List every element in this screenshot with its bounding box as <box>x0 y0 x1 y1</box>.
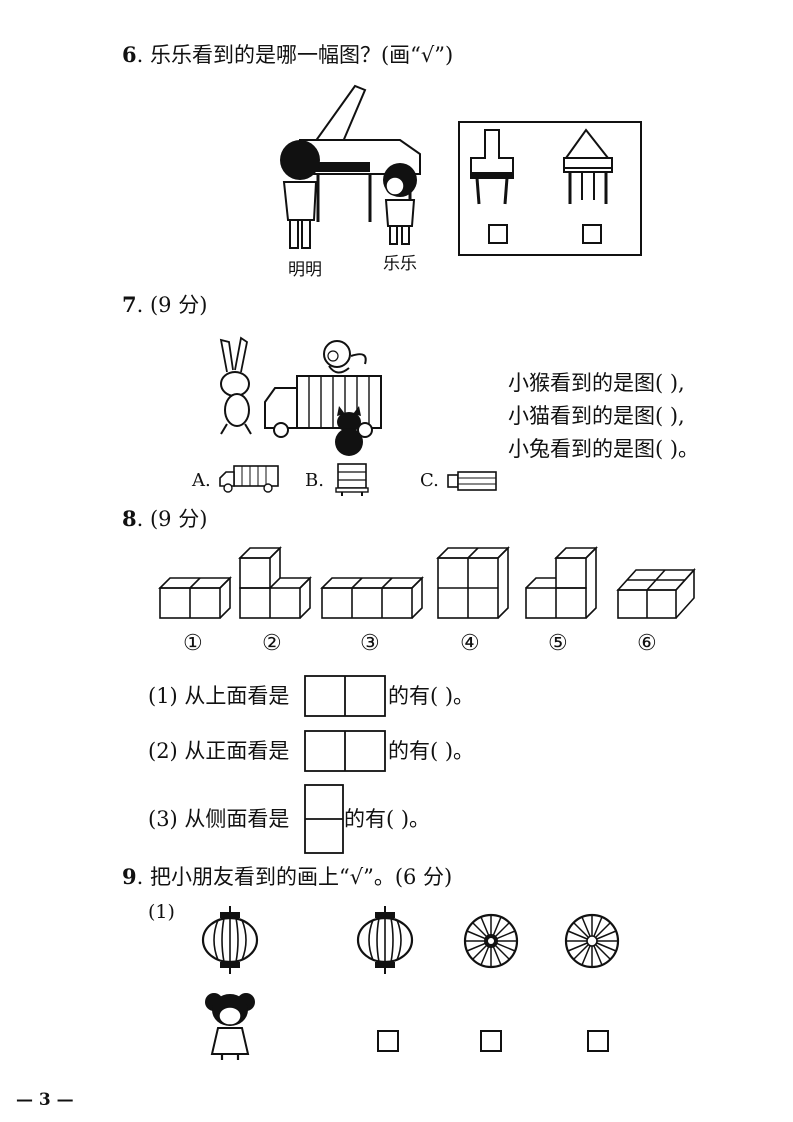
side-view-stacked-squares <box>304 784 344 854</box>
q8-number: 8 <box>122 506 137 531</box>
truck-back-view-icon <box>335 463 369 496</box>
label-mingming: 明明 <box>288 260 322 280</box>
girl-icon <box>205 993 255 1060</box>
q9-sub-label: (1) <box>148 901 175 923</box>
q8-sub3-prefix: (3) 从侧面看是 <box>148 807 290 831</box>
q7-title: 7. (9 分) <box>122 294 207 316</box>
q9-checkbox-2[interactable] <box>480 1030 502 1052</box>
q6-text: . 乐乐看到的是哪一幅图？(画“√”) <box>136 43 454 67</box>
q7-line-cat: 小猫看到的是图( ), <box>508 404 685 428</box>
shape-label-6: ⑥ <box>637 631 657 656</box>
q8-sub3-suffix: 的有( )。 <box>344 807 431 831</box>
piano-back-view-icon <box>563 128 613 204</box>
q9-checkbox-1[interactable] <box>377 1030 399 1052</box>
top-view-two-squares <box>304 675 386 717</box>
shape-label-4: ④ <box>460 631 480 656</box>
lantern-bottom-view-icon <box>463 913 519 969</box>
q8-score: . (9 分) <box>136 507 208 531</box>
q7-score: . (9 分) <box>136 293 208 317</box>
q8-title: 8. (9 分) <box>122 508 207 530</box>
shape-label-2: ② <box>262 631 282 656</box>
cube-shape-6 <box>616 567 696 619</box>
lantern-front-icon <box>356 906 414 974</box>
shape-label-1: ① <box>183 631 203 656</box>
shape-label-5: ⑤ <box>548 631 568 656</box>
q7-line-monkey: 小猴看到的是图( ), <box>508 371 685 395</box>
q8-sub1-suffix: 的有( )。 <box>388 684 475 708</box>
truck-top-view-icon <box>447 471 497 491</box>
q8-sub2-suffix: 的有( )。 <box>388 739 475 763</box>
q7-option-c-label: C. <box>420 470 439 491</box>
q6-answer-frame <box>458 121 642 256</box>
q7-number: 7 <box>122 292 137 317</box>
q9-title: 9. 把小朋友看到的画上“√”。(6 分) <box>122 866 452 888</box>
q9-number: 9 <box>122 864 137 889</box>
cube-shape-3 <box>320 576 424 619</box>
q9-text: . 把小朋友看到的画上“√”。(6 分) <box>136 865 453 889</box>
cube-shape-5 <box>525 546 598 619</box>
cube-shape-1 <box>158 576 232 619</box>
front-view-two-squares <box>304 730 386 772</box>
page-number: — 3 — <box>16 1090 74 1110</box>
q7-option-b-label: B. <box>305 470 324 491</box>
lantern-icon <box>201 906 259 974</box>
q9-checkbox-3[interactable] <box>587 1030 609 1052</box>
q8-sub1-prefix: (1) 从上面看是 <box>148 684 290 708</box>
q7-option-a-label: A. <box>192 470 211 491</box>
q6-title: 6. 乐乐看到的是哪一幅图？(画“√”) <box>122 44 453 66</box>
truck-animals-illustration <box>219 336 382 456</box>
q6-number: 6 <box>122 42 137 67</box>
cube-shape-4 <box>436 546 510 619</box>
piano-side-view-icon <box>470 129 514 205</box>
q6-checkbox-left[interactable] <box>488 224 508 244</box>
lantern-top-view-icon <box>564 913 620 969</box>
q6-checkbox-right[interactable] <box>582 224 602 244</box>
q8-sub2-prefix: (2) 从正面看是 <box>148 739 290 763</box>
cube-shape-2 <box>238 546 312 619</box>
piano-children-illustration <box>280 84 421 249</box>
truck-side-view-icon <box>219 465 279 493</box>
label-lele: 乐乐 <box>383 254 417 274</box>
shape-label-3: ③ <box>360 631 380 656</box>
q7-line-rabbit: 小兔看到的是图( )。 <box>508 437 700 461</box>
